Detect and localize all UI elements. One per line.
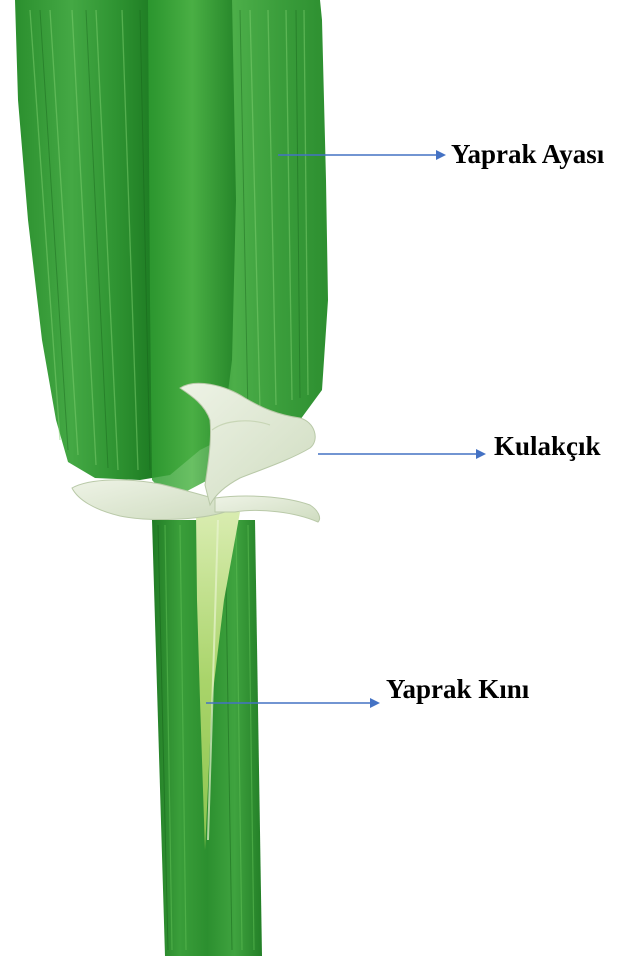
- label-auricle: Kulakçık: [494, 433, 601, 460]
- label-leaf-sheath: Yaprak Kını: [386, 676, 529, 703]
- label-leaf-blade: Yaprak Ayası: [451, 141, 604, 168]
